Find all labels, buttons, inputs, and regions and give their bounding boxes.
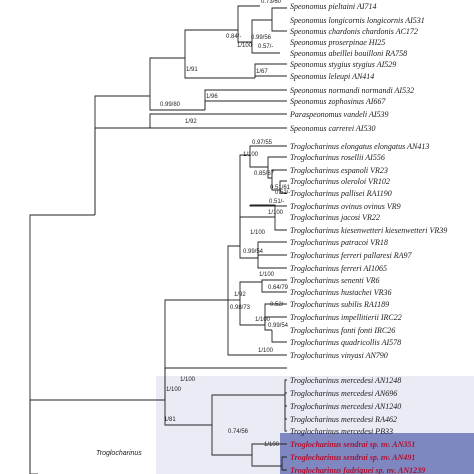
support-value: 0.98/73	[230, 305, 251, 311]
tip-label: Troglocharinus mercedesi PB33	[290, 427, 393, 436]
tip-label: Speonomus chardonis chardonis AC172	[290, 27, 418, 36]
tip-label: Troglocharinus jacosi VR22	[290, 213, 380, 222]
tip-label: Speonomus abeillei bouilloni RA758	[290, 49, 407, 58]
tip-label: Troglocharinus elongatus elongatus AN413	[290, 142, 429, 151]
tip-label: Troglocharinus impellitierii IRC22	[290, 313, 402, 322]
tip-label: Troglocharinus mercedesi AN1248	[290, 376, 401, 385]
tip-label: Speonomus zophosinus AI667	[290, 97, 386, 106]
support-value: 1/100	[180, 377, 196, 383]
tip-label: Speonomus carrerei AI530	[290, 124, 375, 133]
tip-label: Troglocharinus fadriquei sp. nv. AN1239	[290, 466, 425, 474]
support-value: 1/100	[166, 387, 182, 393]
tip-label: Troglocharinus pallisei RA1190	[290, 189, 392, 198]
support-values: 0.73/60 0.84/- 0.99/56 0.57/- 1/100 1/67 1/91 0…	[160, 0, 291, 448]
tip-label: Speonomus pieltaini AI714	[290, 2, 377, 11]
support-value: 0.51/-	[269, 199, 284, 205]
tip-label: Troglocharinus oleroloi VR102	[290, 177, 390, 186]
support-value: 0.51/61	[270, 185, 291, 191]
tip-label: Speonomus longicornis longicornis AI531	[290, 16, 425, 25]
tip-label: Troglocharinus patracoi VR18	[290, 238, 388, 247]
new-species-highlight-box	[280, 433, 474, 474]
support-value: 1/91	[186, 67, 198, 73]
tip-label: Troglocharinus quadricollis AI578	[290, 338, 401, 347]
support-value: 1/100	[258, 348, 274, 354]
support-value: 0.97/55	[252, 140, 273, 146]
tip-label: Troglocharinus mercedesi AN696	[290, 389, 397, 398]
support-value: 1/100	[243, 152, 259, 158]
support-value: 1/92	[234, 292, 246, 298]
tip-label: Troglocharinus senenti VR6	[290, 276, 379, 285]
tip-label: Paraspeonomus vandeli AI539	[289, 110, 389, 119]
tree-branches	[29, 5, 287, 474]
support-value: 0.85/67	[254, 171, 275, 177]
support-value: 0.52/-	[275, 190, 290, 196]
support-value: 1/67	[256, 69, 268, 75]
tip-label: Speonomus normandi normandi AI532	[290, 86, 414, 95]
tip-label: Troglocharinus espanoli VR23	[290, 166, 388, 175]
support-value: 0.74/56	[228, 429, 249, 435]
tip-label: Troglocharinus mercedesi RA462	[290, 415, 397, 424]
tip-label: Troglocharinus sendrai sp. nv. AN351	[290, 440, 415, 449]
tip-label: Troglocharinus ferreri AI1065	[290, 264, 387, 273]
support-value: 1/100	[255, 317, 271, 323]
support-value: 1/96	[206, 94, 218, 100]
tip-label: Troglocharinus ferreri pallaresi RA97	[290, 251, 413, 260]
support-value: 0.64/79	[268, 285, 289, 291]
tip-label: Troglocharinus rosellii AI556	[290, 153, 385, 162]
tip-label: Troglocharinus subilis RA1189	[290, 300, 389, 309]
tip-label: Troglocharinus kiesenwetteri kiesenwette…	[290, 226, 447, 235]
support-value: 0.84/-	[226, 34, 241, 40]
tip-label: Troglocharinus fonti fonti IRC26	[290, 326, 395, 335]
support-value: 0.99/54	[268, 323, 289, 329]
support-value: 1/100	[250, 230, 266, 236]
support-value: 1/92	[185, 119, 197, 125]
tip-label: Troglocharinus hustachei VR36	[290, 288, 391, 297]
support-value: 0.57/-	[258, 44, 273, 50]
tip-label: Troglocharinus vinyasi AN790	[290, 351, 388, 360]
support-value: 1/100	[237, 43, 253, 49]
tip-label: Speonomus proserpinae HI25	[290, 38, 385, 47]
support-value: 1/100	[264, 442, 280, 448]
tip-label: Speonomus leleupi AN414	[290, 72, 374, 81]
clade-label: Troglocharinus	[96, 450, 142, 457]
support-value: 1/100	[268, 210, 284, 216]
tip-label: Speonomus stygius stygius AI529	[290, 60, 396, 69]
support-value: 0.52/-	[270, 302, 285, 308]
support-value: 1/81	[164, 417, 176, 423]
support-value: 0.73/60	[261, 0, 282, 5]
support-value: 0.99/54	[243, 249, 264, 255]
support-value: 0.99/80	[160, 102, 181, 108]
support-value: 0.99/56	[251, 35, 272, 41]
support-value: 1/100	[259, 272, 275, 278]
tip-label: Troglocharinus mercedesi AN1240	[290, 402, 401, 411]
tip-label: Troglocharinus ovinus ovinus VR9	[290, 202, 401, 211]
tip-label: Troglocharinus sendrai sp. nv. AN491	[290, 453, 415, 462]
